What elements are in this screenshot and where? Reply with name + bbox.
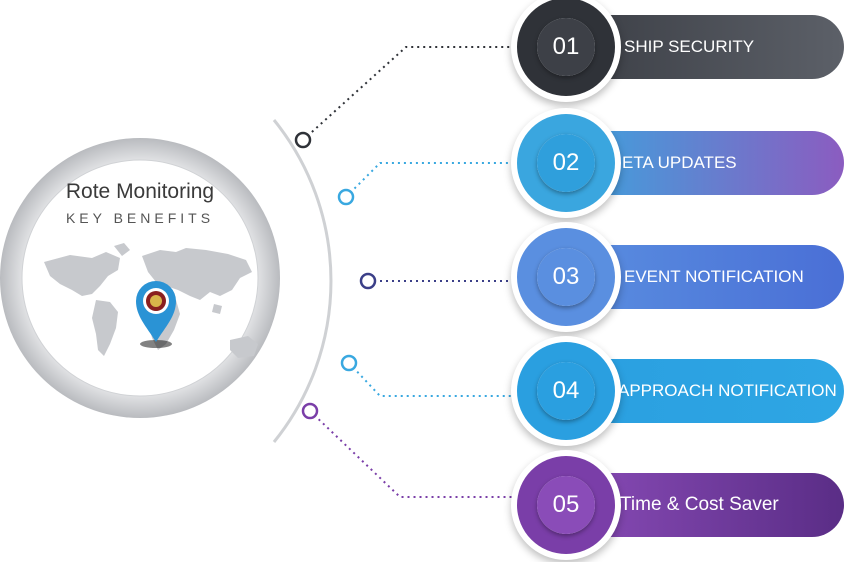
benefit-05-badge: 05 (511, 450, 621, 560)
benefit-02-label: ETA UPDATES (622, 153, 737, 172)
benefit-01-badge: 01 (511, 0, 621, 102)
node-03 (359, 272, 377, 290)
hub-subtitle: KEY BENEFITS (65, 210, 215, 226)
arc-nodes (294, 131, 377, 420)
benefit-02-badge: 02 (511, 108, 621, 218)
benefit-04-label: APPROACH NOTIFICATION (618, 381, 837, 400)
node-01 (294, 131, 312, 149)
location-pin-icon (136, 281, 176, 348)
connector-arc (272, 119, 333, 443)
node-05 (301, 402, 319, 420)
hub-title: Rote Monitoring (65, 180, 215, 203)
benefit-04-badge: 04 (511, 336, 621, 446)
node-02 (337, 188, 355, 206)
benefit-03-number: 03 (537, 248, 595, 306)
hub-circle (0, 138, 280, 418)
benefit-01-label: SHIP SECURITY (624, 37, 755, 56)
benefit-03-badge: 03 (511, 222, 621, 332)
benefit-04-number: 04 (537, 362, 595, 420)
benefit-01-number: 01 (537, 18, 595, 76)
benefit-05-label: Time & Cost Saver (620, 494, 779, 515)
connectors (302, 46, 512, 498)
benefit-02-number: 02 (537, 134, 595, 192)
benefit-03-label: EVENT NOTIFICATION (624, 267, 804, 286)
node-04 (340, 354, 358, 372)
benefit-05-number: 05 (537, 476, 595, 534)
